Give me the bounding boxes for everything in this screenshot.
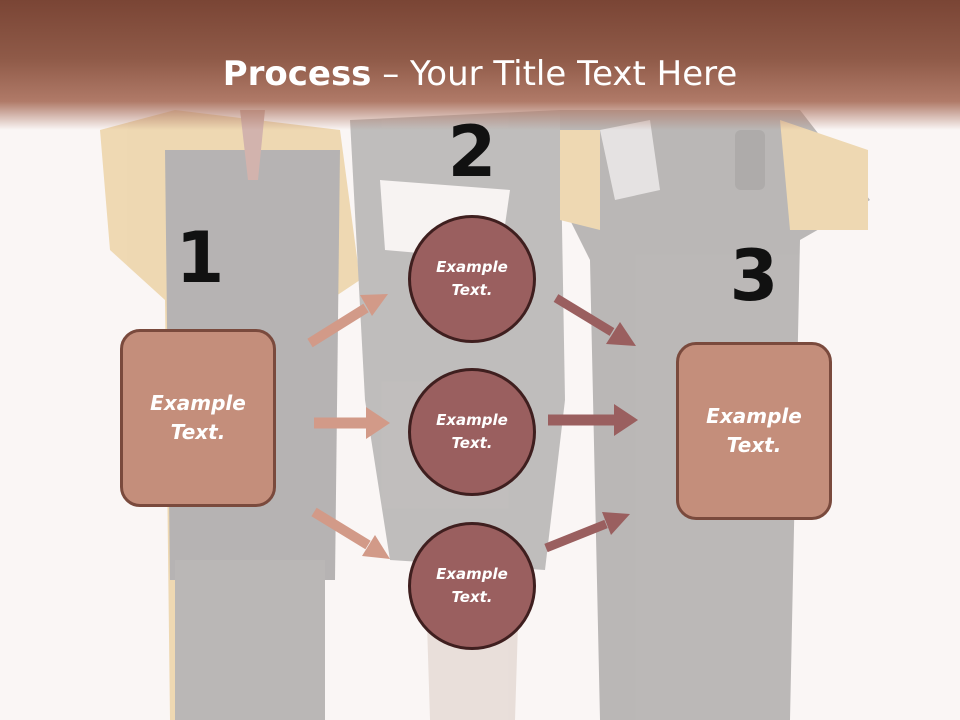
right-box-label: Example Text. bbox=[706, 404, 802, 457]
step-number-1: 1 bbox=[175, 217, 225, 299]
circle-bottom: Example Text. bbox=[408, 522, 536, 650]
title-rest: – Your Title Text Here bbox=[371, 54, 738, 94]
left-box-label: Example Text. bbox=[150, 391, 246, 444]
circle-middle-label: Example Text. bbox=[436, 411, 508, 452]
slide-title: Process – Your Title Text Here bbox=[0, 52, 960, 96]
step-number-2: 2 bbox=[447, 111, 497, 193]
circle-bottom-label: Example Text. bbox=[436, 565, 508, 606]
right-process-box: Example Text. bbox=[676, 342, 832, 520]
left-process-box: Example Text. bbox=[120, 329, 276, 507]
circle-top: Example Text. bbox=[408, 215, 536, 343]
step-number-3: 3 bbox=[729, 235, 779, 317]
circle-middle: Example Text. bbox=[408, 368, 536, 496]
title-band bbox=[0, 0, 960, 130]
circle-top-label: Example Text. bbox=[436, 258, 508, 299]
title-bold: Process bbox=[222, 54, 372, 94]
